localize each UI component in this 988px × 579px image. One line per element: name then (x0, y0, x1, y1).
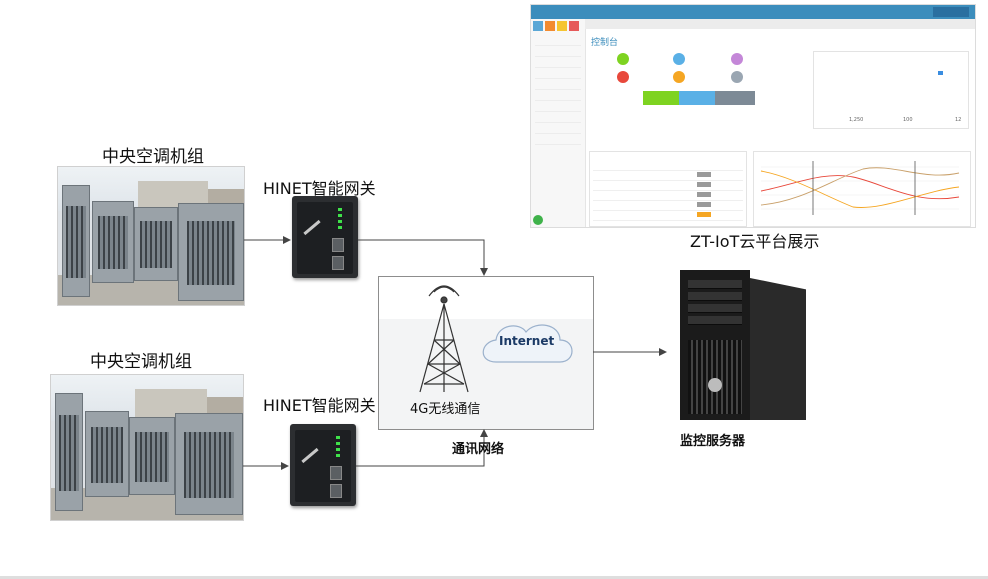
wireless-label: 4G无线通信 (410, 402, 481, 417)
internet-label: Internet (499, 334, 555, 348)
ac-unit-2-photo (50, 374, 244, 521)
arrow-gateway2-network (356, 429, 488, 467)
server-image (680, 270, 806, 420)
dashboard-stat-3: 12 (955, 117, 962, 123)
arrow-gateway1-network (358, 239, 488, 276)
ac-unit-1-photo (57, 166, 245, 306)
dashboard-line-chart (760, 161, 960, 215)
dashboard-stat-2: 100 (903, 117, 913, 123)
dashboard-page-title: 控制台 (591, 38, 619, 48)
bottom-border (0, 576, 988, 579)
network-caption: 通讯网络 (452, 442, 505, 457)
ac-unit-1-title: 中央空调机组 (102, 147, 204, 167)
internet-cloud-icon (482, 324, 573, 363)
gateway-2-title: HINET智能网关 (263, 396, 376, 415)
gateway-1-title: HINET智能网关 (263, 179, 376, 198)
platform-dashboard-screenshot: 控制台 1,250 100 12 (530, 4, 976, 228)
platform-caption: ZT-IoT云平台展示 (690, 232, 820, 251)
gateway-1-device (292, 196, 358, 278)
ac-unit-2-title: 中央空调机组 (90, 352, 192, 372)
dashboard-stat-1: 1,250 (849, 117, 864, 123)
gateway-2-device (290, 424, 356, 506)
cell-tower-icon (419, 285, 469, 393)
server-caption: 监控服务器 (680, 434, 746, 449)
